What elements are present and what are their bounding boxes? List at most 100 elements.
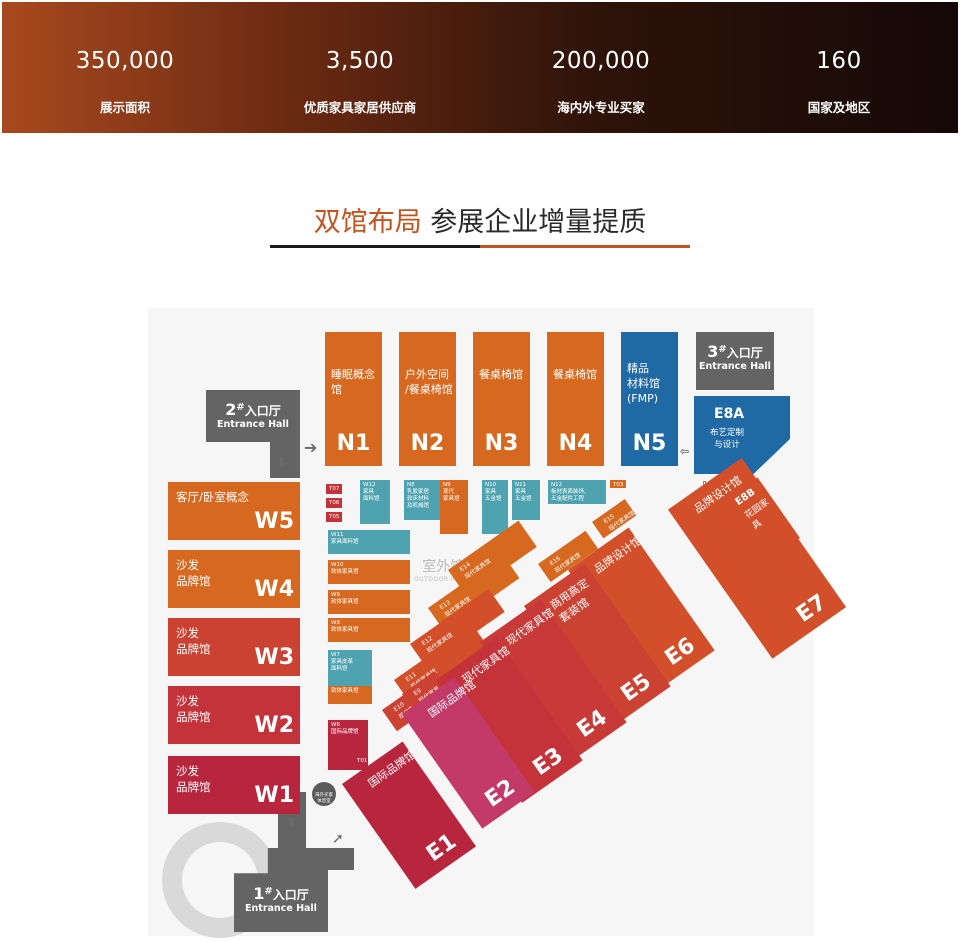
hall-code: E2 <box>480 774 520 813</box>
hall-w4[interactable]: 沙发 品牌馆 W4 <box>168 550 300 608</box>
hall-name: 沙发 品牌馆 <box>176 626 211 656</box>
booth-w12[interactable]: W12 家具 面料馆 <box>360 480 390 524</box>
hall-code: W3 <box>254 645 294 670</box>
stat-label: 优质家具家居供应商 <box>303 100 417 115</box>
lounge-label: 海外买家 休息室 <box>315 793 333 804</box>
hall-name: 餐桌椅馆 <box>479 368 523 381</box>
hall-name: 沙发 品牌馆 <box>176 558 211 588</box>
entrance-3[interactable]: 3#入口厅 Entrance Hall <box>696 332 774 390</box>
stat-area: 350,000 展示面积 <box>5 2 245 133</box>
outdoor-label-en: OUTDOOR HALLS <box>414 576 473 583</box>
entrance-2[interactable]: 2#入口厅 Entrance Hall <box>206 390 300 442</box>
booth-w8[interactable]: W8 软体家具馆 <box>328 618 410 642</box>
hall-w2[interactable]: 沙发 品牌馆 W2 <box>168 686 300 744</box>
stats-banner: 350,000 展示面积 3,500 优质家具家居供应商 200,000 海内外… <box>2 2 958 133</box>
stat-value: 3,500 <box>325 48 395 74</box>
hall-code: N2 <box>410 431 445 456</box>
booth-w7b[interactable]: 软体家具馆 <box>328 686 372 704</box>
hall-code: E5 <box>616 669 656 707</box>
hall-code: E6 <box>660 633 700 671</box>
floor-plan-map: 室外馆 OUTDOOR HALLS 睡眠概念 馆 N1 户外空间 /餐桌椅馆 N… <box>148 308 847 938</box>
entrance-en: Entrance Hall <box>245 903 317 914</box>
booth-n9[interactable]: N9 现代 家具馆 <box>440 480 468 534</box>
entrance-sup: # <box>264 886 273 897</box>
hall-code: N1 <box>336 431 371 456</box>
hall-name: 国际品牌馆 <box>365 748 419 791</box>
entrance-cn: 入口厅 <box>272 888 309 902</box>
booth-t03[interactable]: T03 <box>610 480 626 488</box>
stat-label: 国家及地区 <box>807 100 871 115</box>
arrow-up-right-icon: ➚ <box>332 831 344 847</box>
heading-accent: 双馆布局 <box>313 207 422 238</box>
stat-value: 200,000 <box>551 48 651 74</box>
booth-w11[interactable]: W11 家具面料馆 <box>328 530 410 554</box>
booth-w10[interactable]: W10 软体家具馆 <box>328 560 410 584</box>
entrance-number: 3 <box>707 342 719 361</box>
hall-code: W1 <box>254 783 294 808</box>
hall-name: 客厅/卧室概念 <box>176 490 249 504</box>
heading-underline-dark <box>270 245 480 248</box>
booth-t01[interactable]: T01 <box>354 756 368 770</box>
entrance-cn: 入口厅 <box>726 346 763 360</box>
stat-label: 展示面积 <box>99 100 150 115</box>
hall-code: W2 <box>254 713 294 738</box>
hall-code: E8A <box>714 406 745 422</box>
stat-buyers: 200,000 海内外专业买家 <box>481 2 721 133</box>
hall-name: 精品 材料馆 (FMP) <box>627 362 660 405</box>
hall-n4[interactable]: 餐桌椅馆 N4 <box>547 332 604 466</box>
booth-label: E15 现代家具馆 <box>602 509 637 533</box>
hall-code: N3 <box>484 431 519 456</box>
hall-name: 沙发 品牌馆 <box>176 764 211 794</box>
stat-value: 160 <box>816 48 862 74</box>
stat-countries: 160 国家及地区 <box>719 2 959 133</box>
entrance-1-wing <box>320 848 354 870</box>
heading-underline-orange <box>480 245 690 248</box>
entrance-cn: 入口厅 <box>244 404 281 418</box>
hall-name: 品牌设计馆 <box>591 534 645 577</box>
hall-code: E3 <box>528 743 568 781</box>
hall-name: 餐桌椅馆 <box>553 368 597 381</box>
stat-value: 350,000 <box>75 48 175 74</box>
hall-n5[interactable]: 精品 材料馆 (FMP) N5 <box>621 332 678 466</box>
stat-label: 海内外专业买家 <box>557 100 645 115</box>
arrow-up-icon: ⬆ <box>286 815 298 831</box>
hall-code: N4 <box>558 431 593 456</box>
hall-w5[interactable]: 客厅/卧室概念 W5 <box>168 482 300 540</box>
arrow-left-icon: ⇦ <box>680 445 690 458</box>
hall-code: W5 <box>254 509 294 534</box>
booth-n8[interactable]: N8 乳胶家居 软床材料 及机械馆 <box>404 480 440 520</box>
hall-name: 沙发 品牌馆 <box>176 694 211 724</box>
booth-w7[interactable]: W7 家具皮革 面料馆 <box>328 650 372 686</box>
booth-t07[interactable]: T07 <box>326 484 342 494</box>
hall-code: N5 <box>632 431 667 456</box>
booth-t06[interactable]: T06 <box>326 498 342 508</box>
hall-w3[interactable]: 沙发 品牌馆 W3 <box>168 618 300 676</box>
hall-name: 布艺定制 与设计 <box>710 428 745 450</box>
hall-name: 户外空间 /餐桌椅馆 <box>405 368 453 396</box>
hall-n3[interactable]: 餐桌椅馆 N3 <box>473 332 530 466</box>
entrance-sup: # <box>718 344 727 355</box>
booth-w9[interactable]: W9 软体家具馆 <box>328 590 410 614</box>
booth-n11[interactable]: N11 家具 五金馆 <box>512 480 540 520</box>
hall-n2[interactable]: 户外空间 /餐桌椅馆 N2 <box>399 332 456 466</box>
hall-name: 现代家具馆 <box>503 606 557 649</box>
hall-code: E1 <box>421 829 462 867</box>
section-heading: 双馆布局 参展企业增量提质 <box>0 200 960 239</box>
hall-code: E7 <box>791 589 832 628</box>
entrance-number: 1 <box>253 884 265 903</box>
heading-rest: 参展企业增量提质 <box>430 207 647 238</box>
hall-code: E4 <box>572 705 612 743</box>
stat-suppliers: 3,500 优质家具家居供应商 <box>240 2 480 133</box>
booth-n12[interactable]: N12 板材表面装饰、 五金配件工程 <box>548 480 606 504</box>
entrance-2-corridor <box>270 442 300 478</box>
booth-n10[interactable]: N10 家具 五金馆 <box>482 480 508 534</box>
arrow-right-icon: ➔ <box>304 438 318 457</box>
entrance-sup: # <box>236 402 245 413</box>
hall-name: 睡眠概念 馆 <box>331 368 375 396</box>
buyers-lounge-marker[interactable]: 海外买家 休息室 <box>312 782 336 806</box>
hall-w1[interactable]: 沙发 品牌馆 W1 <box>168 756 300 814</box>
hall-code: W4 <box>254 577 294 602</box>
arrow-down-icon: ⬇ <box>276 455 288 471</box>
hall-n1[interactable]: 睡眠概念 馆 N1 <box>325 332 382 466</box>
booth-t05[interactable]: T05 <box>326 512 342 522</box>
